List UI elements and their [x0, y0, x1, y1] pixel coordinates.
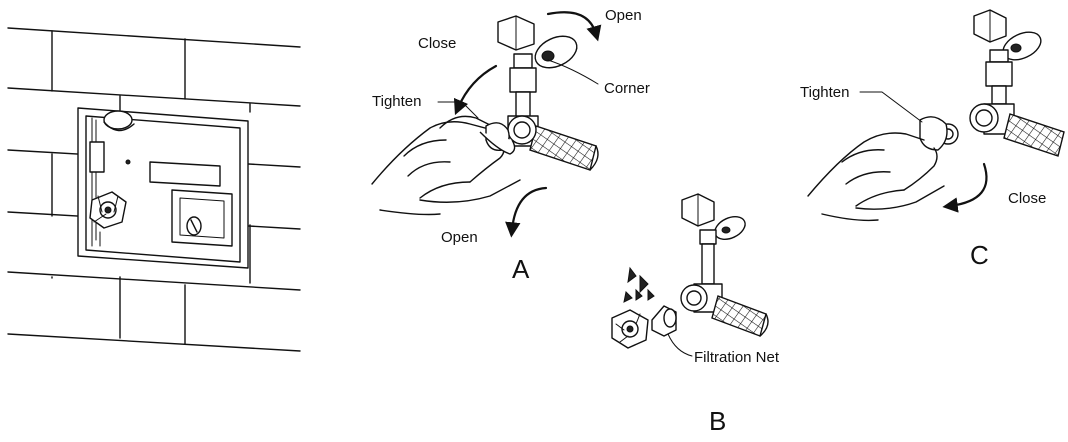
hand-a	[372, 116, 520, 214]
detached-knob	[612, 310, 648, 348]
close-arrow-a	[458, 66, 496, 108]
open-arrow-bottom-a	[512, 188, 546, 230]
label-filtration-net: Filtration Net	[694, 349, 780, 366]
panel-b-illustration: Filtration Net B	[612, 194, 780, 436]
angle-valve-c	[970, 10, 1064, 156]
hand-c	[808, 117, 958, 221]
filtration-net	[652, 306, 676, 336]
label-close-a: Close	[418, 35, 456, 52]
tighten-leader-line-c	[860, 92, 922, 122]
panel-letter-b: B	[709, 406, 726, 436]
angle-valve-b	[681, 194, 768, 336]
close-arrow-c	[950, 164, 986, 206]
panel-a-illustration: Close Open Corner Tighten Open A	[372, 7, 650, 284]
label-open-bottom-a: Open	[441, 229, 478, 246]
open-arrow-top-a	[548, 12, 596, 34]
corner-valve-handle-b	[711, 212, 748, 244]
label-corner: Corner	[604, 80, 650, 97]
tighten-leader-line-a	[438, 102, 478, 118]
wall-access-panel-illustration	[8, 28, 300, 351]
label-close-c: Close	[1008, 190, 1046, 207]
corner-valve-handle	[530, 30, 582, 74]
label-tighten-c: Tighten	[800, 84, 849, 101]
access-panel	[78, 108, 248, 268]
label-open-top-a: Open	[605, 7, 642, 24]
label-tighten-a: Tighten	[372, 93, 421, 110]
panel-c-illustration: Tighten Close C	[800, 10, 1064, 270]
filtration-net-leader-line	[668, 334, 692, 356]
panel-letter-c: C	[970, 240, 989, 270]
panel-letter-a: A	[512, 254, 530, 284]
filtration-net-parts	[612, 268, 676, 348]
